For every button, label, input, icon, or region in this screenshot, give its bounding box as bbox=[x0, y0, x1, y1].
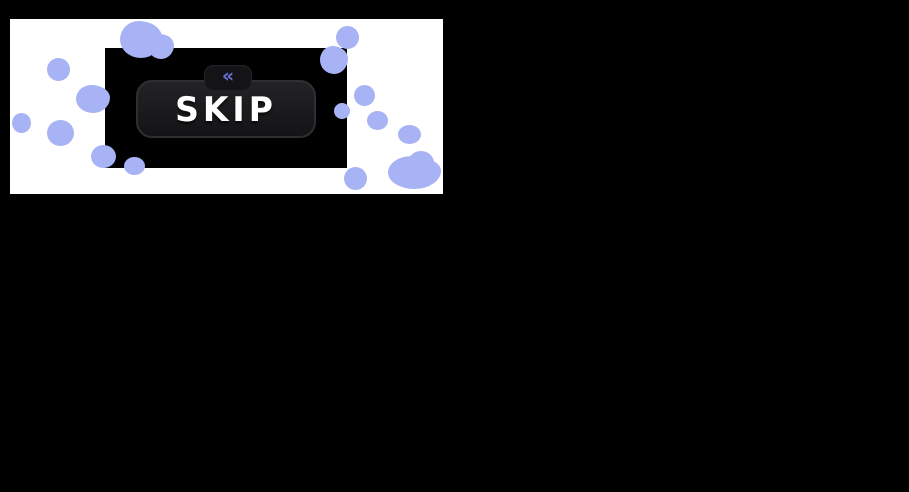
paint-blob bbox=[320, 46, 348, 74]
skip-button-label: SKIP bbox=[175, 89, 277, 129]
paint-blob bbox=[47, 58, 70, 81]
paint-blob bbox=[354, 85, 375, 106]
double-chevron-left-icon: « bbox=[221, 65, 235, 87]
paint-blob bbox=[12, 113, 31, 133]
paint-blob bbox=[336, 26, 359, 49]
paint-blob bbox=[148, 34, 174, 59]
collapse-toggle[interactable]: « bbox=[204, 65, 252, 91]
game-viewport-panel: « SKIP bbox=[10, 19, 443, 194]
paint-blob bbox=[334, 103, 350, 119]
paint-blob bbox=[76, 85, 110, 113]
paint-blob bbox=[124, 157, 145, 175]
paint-blob bbox=[91, 145, 116, 168]
paint-blob bbox=[408, 151, 434, 175]
paint-blob bbox=[398, 125, 421, 144]
paint-blob bbox=[344, 167, 367, 190]
paint-blob bbox=[47, 120, 74, 146]
paint-blob bbox=[367, 111, 388, 130]
ad-overlay-area: « SKIP bbox=[105, 48, 347, 168]
